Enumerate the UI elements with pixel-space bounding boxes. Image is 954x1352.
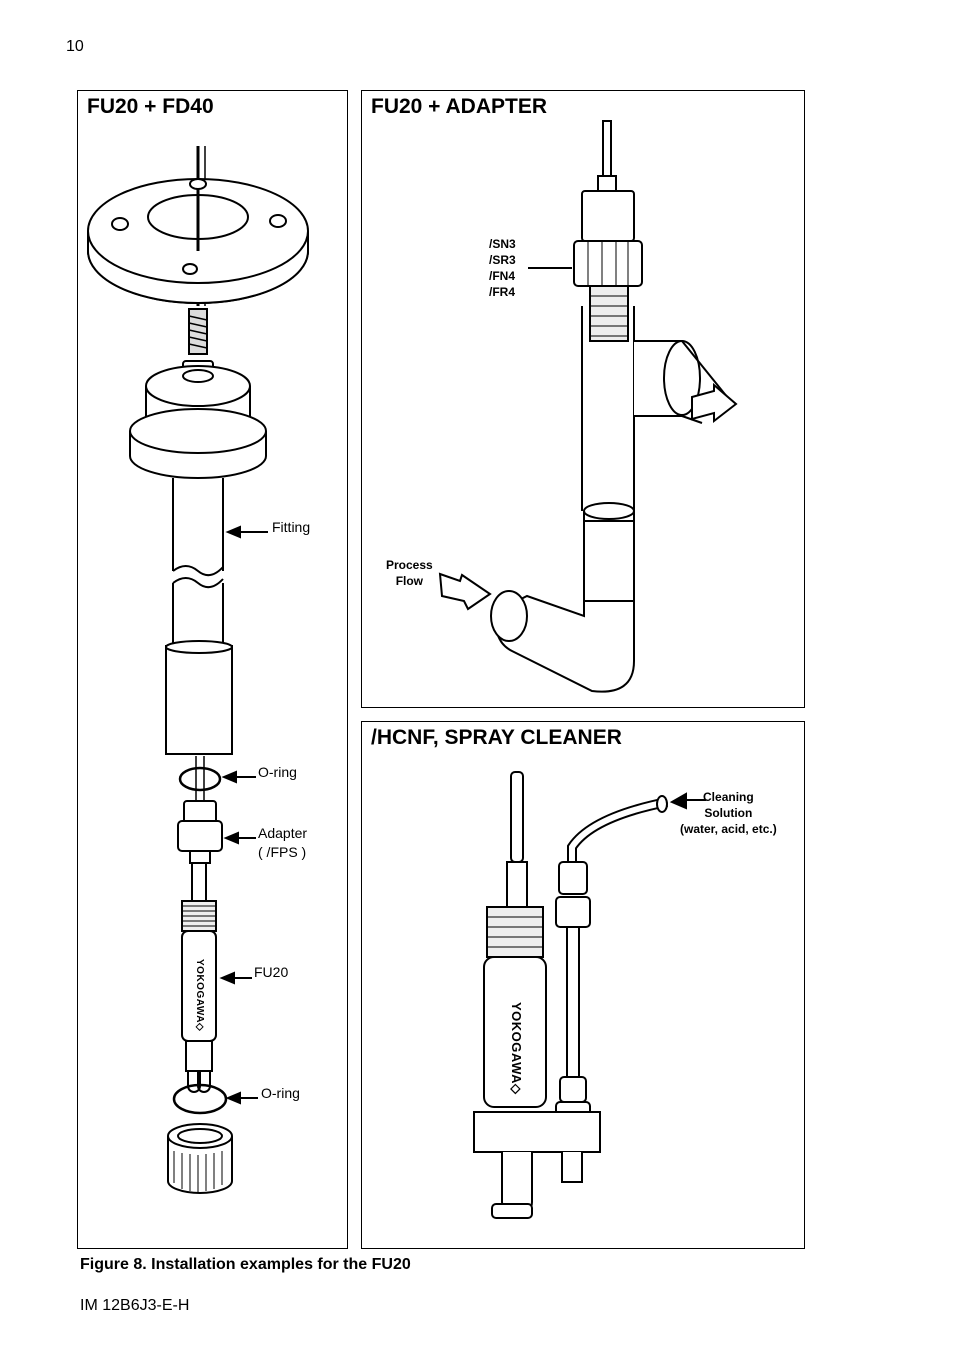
adapter-tee-drawing <box>438 120 738 693</box>
label-adapter-fps: ( /FPS ) <box>258 844 307 860</box>
figure-caption: Figure 8. Installation examples for the … <box>80 1256 411 1273</box>
option-codes: /SN3 /SR3 /FN4 /FR4 <box>489 236 516 300</box>
fd40-exploded-drawing <box>87 146 309 1194</box>
option-fr4: /FR4 <box>489 285 516 299</box>
label-cleaning-solution: Cleaning Solution (water, acid, etc.) <box>680 790 777 836</box>
spray-cleaner-drawing <box>473 771 706 1219</box>
label-oring-bottom: O-ring <box>261 1085 300 1101</box>
panel-title-fd40: FU20 + FD40 <box>87 95 214 118</box>
label-fu20: FU20 <box>254 964 289 980</box>
label-fitting: Fitting <box>272 519 311 535</box>
label-oring-top: O-ring <box>258 764 297 780</box>
panel-title-spray: /HCNF, SPRAY CLEANER <box>371 726 622 749</box>
panel-fu20-adapter: FU20 + ADAPTER <box>361 90 805 708</box>
panel-fu20-fd40: FU20 + FD40 <box>77 90 348 1249</box>
label-adapter: Adapter <box>258 825 308 841</box>
label-process-flow: Process Flow <box>386 558 433 588</box>
yokogawa-logo-spray: YOKOGAWA◇ <box>509 1002 524 1095</box>
panel-title-adapter: FU20 + ADAPTER <box>371 95 548 118</box>
yokogawa-logo-fd40: YOKOGAWA◇ <box>194 959 205 1032</box>
option-fn4: /FN4 <box>489 269 516 283</box>
page-number: 10 <box>66 38 84 55</box>
document-id: IM 12B6J3-E-H <box>80 1297 190 1314</box>
option-sn3: /SN3 <box>489 237 516 251</box>
panel-spray-cleaner: /HCNF, SPRAY CLEANER <box>361 721 805 1249</box>
option-sr3: /SR3 <box>489 253 516 267</box>
